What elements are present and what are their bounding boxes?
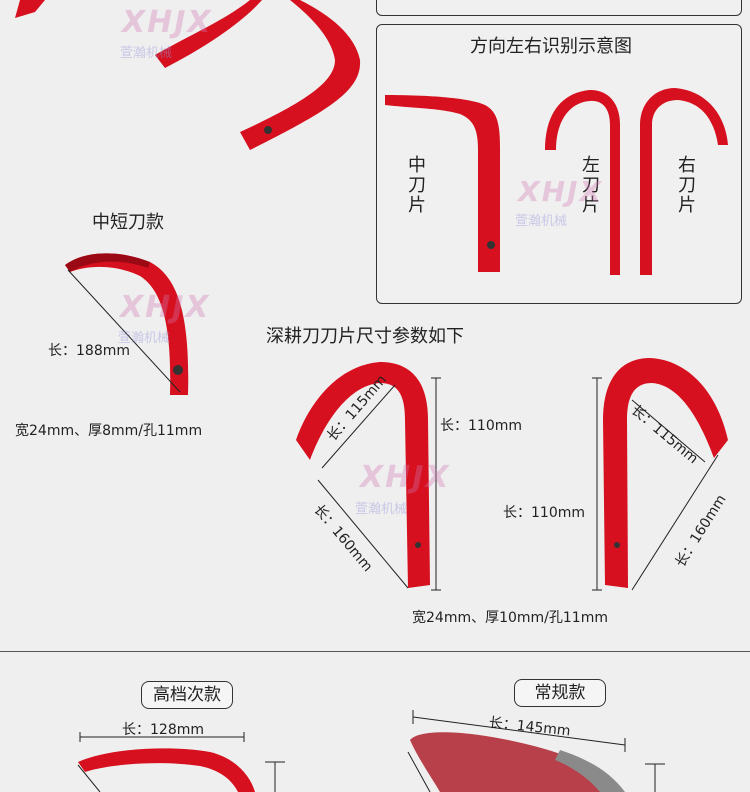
- direction-panel-title: 方向左右识别示意图: [470, 36, 632, 57]
- watermark-sub-top: 萱瀚机械: [120, 46, 173, 61]
- watermark-sub-deep: 萱瀚机械: [355, 502, 408, 517]
- watermark-sub-panel: 萱瀚机械: [515, 214, 568, 229]
- right-blade-label: 右刀片: [675, 155, 696, 215]
- top-blade-hole: [264, 126, 272, 134]
- regular-blade: [410, 732, 620, 792]
- middle-blade: [385, 95, 500, 272]
- medium-short-spec: 宽24mm、厚8mm/孔11mm: [15, 423, 203, 439]
- left-blade: [545, 90, 620, 275]
- right-blade: [640, 88, 728, 275]
- deep-tillage-title: 深耕刀刀片尺寸参数如下: [266, 326, 464, 347]
- premium-dim: 长：128mm: [122, 722, 204, 738]
- section-divider: [0, 651, 750, 652]
- middle-blade-label: 中刀片: [405, 155, 426, 215]
- watermark-logo-mid: XHJX: [120, 290, 211, 325]
- deep-left-height-dim: 长：110mm: [440, 418, 522, 434]
- deep-tillage-spec: 宽24mm、厚10mm/孔11mm: [412, 610, 608, 626]
- top-right-panel: [376, 0, 742, 16]
- medium-short-title: 中短刀款: [92, 212, 164, 233]
- medium-short-length: 长：188mm: [48, 343, 130, 359]
- deep-right-height-dim: 长：110mm: [503, 505, 585, 521]
- left-blade-label: 左刀片: [579, 155, 600, 215]
- regular-label: 常规款: [514, 679, 606, 707]
- top-blade-1: [15, 0, 45, 18]
- watermark-logo-deep: XHJX: [360, 460, 451, 495]
- direction-panel: [376, 24, 742, 304]
- premium-blade: [78, 748, 255, 792]
- top-blade-2: [155, 0, 262, 68]
- medium-short-dim-line: [67, 269, 181, 393]
- watermark-sub-mid: 萱瀚机械: [118, 331, 171, 346]
- top-blade-3: [240, 0, 361, 150]
- watermark-logo-panel: XHJX: [518, 175, 604, 208]
- deep-right-blade: [603, 358, 728, 588]
- watermark-logo-top: XHJX: [122, 5, 213, 40]
- premium-label: 高档次款: [141, 681, 233, 709]
- deep-left-blade: [296, 362, 430, 588]
